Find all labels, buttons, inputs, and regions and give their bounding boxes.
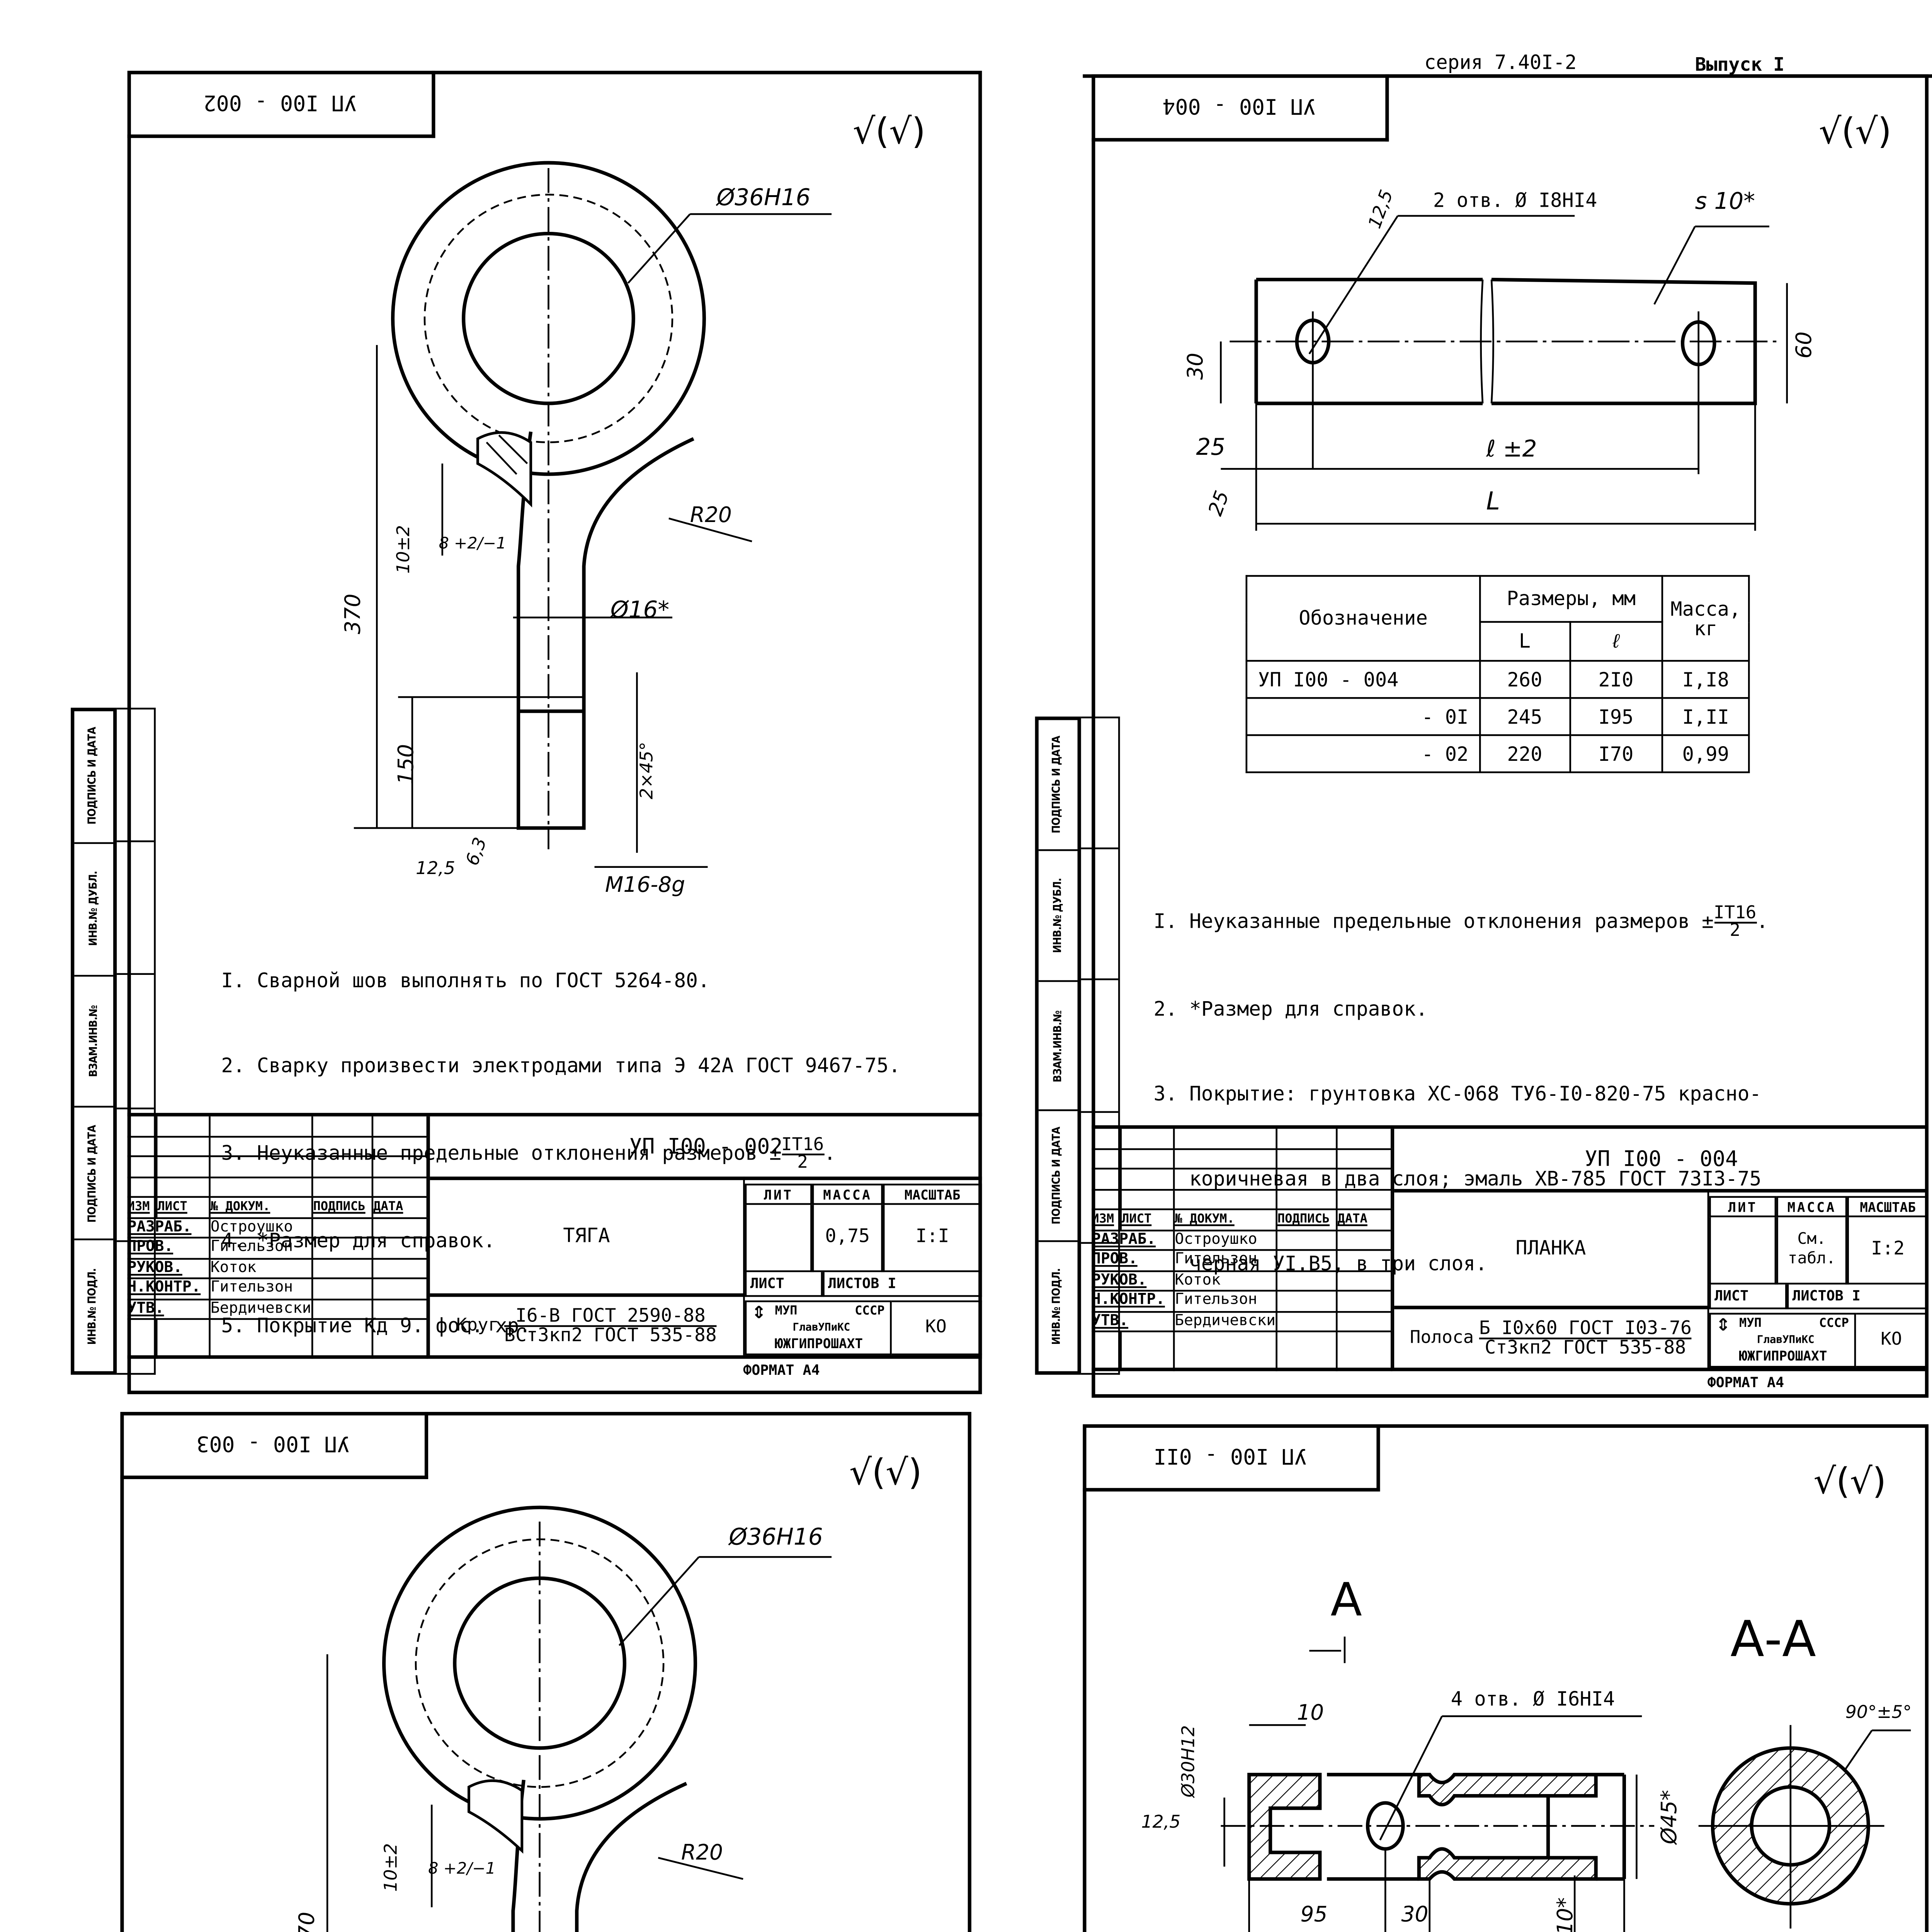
cut-label-top: А bbox=[1330, 1575, 1362, 1628]
corner-code-box: УП I00 - 002 bbox=[127, 71, 435, 138]
scale-value: I:I bbox=[883, 1205, 982, 1272]
section-label: А-А bbox=[1730, 1610, 1816, 1668]
variants-table: Обозначение Размеры, мм Масса, кг L ℓ УП… bbox=[1245, 575, 1750, 773]
dim-diameter-36: Ø36H16 bbox=[716, 185, 811, 213]
table-row: - 0I 245 I95 I,II bbox=[1245, 697, 1750, 736]
dim-r20: R20 bbox=[690, 502, 732, 527]
mass-value: 0,75 bbox=[812, 1205, 883, 1272]
notes: I. Неуказанные предельные отклонения раз… bbox=[1153, 904, 1769, 1276]
plate-drawing bbox=[1220, 215, 1788, 531]
dim-roughness-12-5: 12,5 bbox=[416, 860, 455, 879]
part-name: ТЯГА bbox=[430, 1176, 745, 1297]
issue-label: Выпуск I bbox=[1695, 54, 1785, 76]
table-row: УП I00 - 004 260 2I0 I,I8 bbox=[1245, 660, 1750, 699]
tie-rod-lh-drawing bbox=[326, 1505, 832, 1932]
table-row: - 02 220 I70 0,99 bbox=[1245, 734, 1750, 773]
dim-8: 8 +2/−1 bbox=[439, 536, 507, 554]
format-label: ФОРМАТ А4 bbox=[743, 1362, 820, 1378]
drawing-code: УП I00 - 002 bbox=[430, 1116, 982, 1180]
dim-thread: M16-8g bbox=[605, 872, 685, 897]
org-logo: ⇕ МУП СССР ГлавУПиКС ЮЖГИПРОШАХТ bbox=[745, 1300, 892, 1355]
sheet-frame bbox=[127, 71, 982, 1395]
roughness-symbol: √(√) bbox=[853, 109, 926, 152]
series-label: серия 7.40I-2 bbox=[1424, 51, 1577, 75]
tie-rod-drawing bbox=[354, 161, 832, 868]
side-stamp: ИНВ.№ ПОДЛ. ПОДПИСЬ И ДАТА ВЗАМ.ИНВ.№ ИН… bbox=[71, 707, 117, 1375]
dim-diameter-16: Ø16* bbox=[610, 598, 670, 625]
